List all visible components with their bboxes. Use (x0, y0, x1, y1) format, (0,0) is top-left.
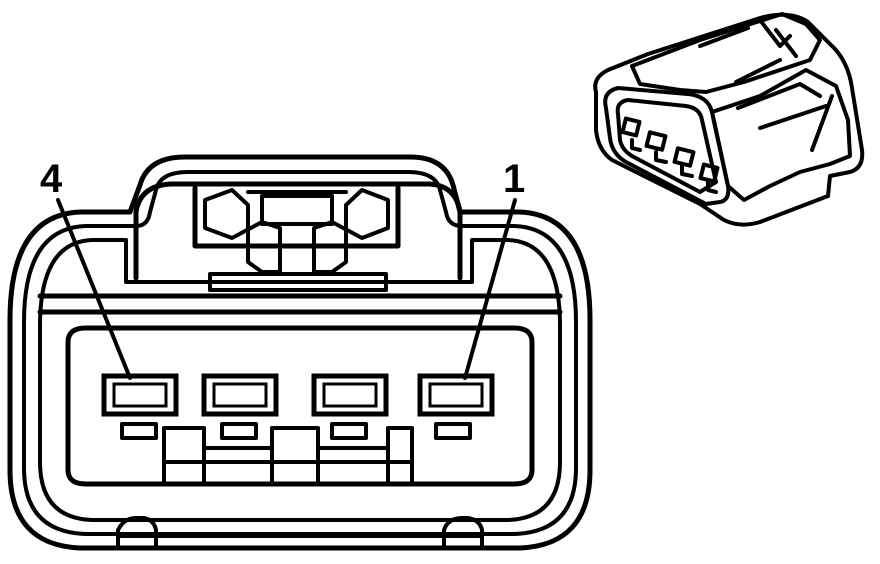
cavity-face (65, 325, 535, 487)
key-slot-1 (434, 422, 472, 440)
pin-4-leader (56, 198, 132, 380)
connector-isometric-view (593, 12, 865, 227)
latch-tab-left (203, 188, 282, 274)
key-slot-2 (330, 422, 368, 440)
terminal-cavity-4 (101, 373, 179, 417)
iso-cavity-3 (644, 130, 668, 152)
seal-tab-left (116, 516, 158, 550)
iso-cavity-4 (620, 116, 642, 138)
iso-top-latch (630, 12, 822, 94)
iso-side-edges (736, 82, 834, 152)
terminal-cavity-3 (201, 373, 279, 417)
pin-1-leader (463, 198, 517, 380)
latch-window (260, 194, 334, 226)
pin-4-label: 4 (40, 157, 63, 201)
iso-side-panel (710, 68, 852, 202)
latch-housing (133, 181, 463, 281)
terminal-cavity-2 (311, 373, 389, 417)
connector-shell-contour-3 (38, 238, 562, 522)
iso-front-face-inner (615, 98, 718, 194)
keying-ridge-lines (162, 446, 414, 486)
iso-body-outline (593, 12, 865, 227)
connector-face-view: 4 1 (7, 154, 593, 551)
terminal-cavity-1 (417, 373, 495, 417)
latch-band (37, 293, 563, 315)
latch-base (208, 272, 388, 292)
key-slot-3 (220, 422, 258, 440)
seal-tab-right (442, 516, 484, 550)
iso-cavity-2 (672, 146, 696, 168)
connector-outer-shell (7, 154, 593, 551)
iso-cavity-1 (698, 162, 720, 184)
latch-tab-right (312, 188, 390, 274)
iso-top-latch-ridge (698, 18, 798, 84)
latch-frame (192, 185, 401, 249)
connector-shell-contour-2 (22, 170, 578, 536)
keying-ridge (162, 426, 414, 486)
iso-cavity-keys (630, 138, 718, 194)
pin-1-label: 1 (503, 157, 525, 201)
key-slot-4 (120, 422, 158, 440)
